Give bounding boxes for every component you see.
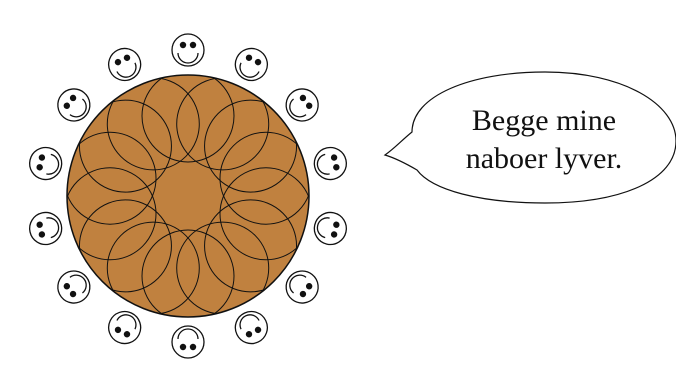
- face-outline: [230, 306, 273, 349]
- face-eye: [180, 344, 186, 350]
- face-outline: [51, 82, 96, 127]
- face-outline: [51, 265, 96, 310]
- speech-line-2: naboer lyver.: [438, 140, 650, 178]
- round-table: [64, 70, 312, 322]
- smiley-face-icon: [51, 82, 96, 127]
- face-outline: [103, 306, 146, 349]
- face-eye: [180, 42, 186, 48]
- face-outline: [172, 326, 204, 358]
- smiley-face-icon: [103, 306, 146, 349]
- smiley-face-icon: [230, 43, 273, 86]
- smiley-face-icon: [27, 209, 65, 247]
- smiley-face-icon: [172, 34, 204, 66]
- face-outline: [172, 34, 204, 66]
- table-disc: [67, 75, 309, 317]
- smiley-face-icon: [311, 144, 349, 182]
- smiley-face-icon: [311, 209, 349, 247]
- face-eye: [190, 42, 196, 48]
- speech-line-1: Begge mine: [438, 102, 650, 140]
- face-outline: [280, 265, 325, 310]
- smiley-face-icon: [51, 265, 96, 310]
- speech-bubble-text: Begge mine naboer lyver.: [438, 102, 650, 178]
- smiley-face-icon: [280, 82, 325, 127]
- face-eye: [190, 344, 196, 350]
- smiley-face-icon: [230, 306, 273, 349]
- smiley-face-icon: [280, 265, 325, 310]
- face-outline: [103, 43, 146, 86]
- face-outline: [230, 43, 273, 86]
- smiley-face-icon: [27, 144, 65, 182]
- face-outline: [280, 82, 325, 127]
- smiley-face-icon: [172, 326, 204, 358]
- smiley-face-icon: [103, 43, 146, 86]
